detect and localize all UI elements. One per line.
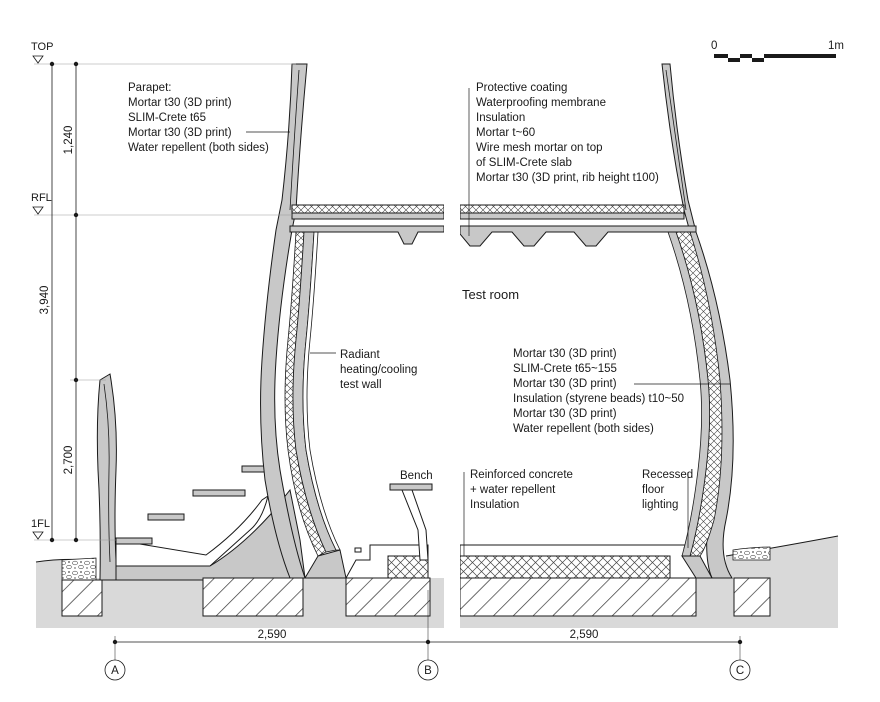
- svg-text:Wire mesh mortar on top: Wire mesh mortar on top: [476, 142, 603, 154]
- svg-text:Protective coating: Protective coating: [476, 82, 567, 94]
- right-wall-base: [681, 555, 713, 579]
- foundations: [61, 577, 771, 617]
- svg-text:Water repellent (both sides): Water repellent (both sides): [128, 142, 269, 154]
- svg-text:Insulation: Insulation: [470, 499, 519, 511]
- lighting-note: Recessed floor lighting: [642, 469, 693, 511]
- level-markers: [32, 55, 44, 540]
- grid-bubbles: [104, 659, 751, 681]
- svg-text:test wall: test wall: [340, 379, 382, 391]
- level-1fl: 1FL: [31, 518, 50, 530]
- right-wall-inner-line: [665, 69, 687, 211]
- scale-zero: 0: [711, 40, 717, 52]
- front-wall-core: [103, 383, 111, 563]
- parapet-note: Parapet: Mortar t30 (3D print) SLIM-Cret…: [128, 82, 269, 154]
- level-rfl: RFL: [31, 192, 52, 204]
- dim-ab: 2,590: [258, 629, 287, 641]
- room-label: Test room: [462, 287, 519, 302]
- scale-bar: [714, 54, 836, 62]
- stair-support: [115, 488, 306, 581]
- dim-2700: 2,700: [63, 446, 75, 475]
- level-top: TOP: [31, 41, 53, 53]
- scale-one: 1m: [828, 40, 844, 52]
- svg-text:Mortar t30 (3D print, rib heig: Mortar t30 (3D print, rib height t100): [476, 172, 659, 184]
- svg-text:SLIM-Crete t65~155: SLIM-Crete t65~155: [513, 363, 617, 375]
- svg-text:lighting: lighting: [642, 499, 678, 511]
- svg-text:floor: floor: [642, 484, 665, 496]
- svg-text:Mortar t~60: Mortar t~60: [476, 127, 535, 139]
- svg-text:Mortar t30 (3D print): Mortar t30 (3D print): [513, 348, 617, 360]
- bench: [389, 483, 433, 561]
- svg-text:Mortar t30 (3D print): Mortar t30 (3D print): [513, 378, 617, 390]
- stair-body: [115, 494, 269, 567]
- svg-text:of SLIM-Crete slab: of SLIM-Crete slab: [476, 157, 572, 169]
- svg-text:SLIM-Crete t65: SLIM-Crete t65: [128, 112, 206, 124]
- svg-text:Insulation (styrene beads) t10: Insulation (styrene beads) t10~50: [513, 393, 684, 405]
- roof-slab: [289, 204, 697, 247]
- svg-text:+ water repellent: + water repellent: [470, 484, 556, 496]
- svg-text:Recessed: Recessed: [642, 469, 693, 481]
- svg-text:Insulation: Insulation: [476, 112, 525, 124]
- svg-text:Water repellent (both sides): Water repellent (both sides): [513, 423, 654, 435]
- svg-text:Mortar t30 (3D print): Mortar t30 (3D print): [128, 97, 232, 109]
- grid-b: B: [424, 665, 432, 677]
- grid-a: A: [111, 665, 119, 677]
- radiant-note: Radiant heating/cooling test wall: [340, 349, 417, 391]
- bench-label: Bench: [400, 470, 433, 482]
- dim-3940: 3,940: [39, 286, 51, 315]
- dim-bc: 2,590: [570, 629, 599, 641]
- ground-band: [36, 578, 838, 628]
- svg-text:Reinforced concrete: Reinforced concrete: [470, 469, 573, 481]
- roof-note: Protective coating Waterproofing membran…: [476, 82, 659, 184]
- floor-note: Reinforced concrete + water repellent In…: [470, 469, 573, 511]
- gravel-right: [732, 546, 771, 561]
- svg-text:Mortar t30 (3D print): Mortar t30 (3D print): [513, 408, 617, 420]
- left-wall-inner-line: [289, 69, 300, 211]
- grid-c: C: [736, 665, 744, 677]
- floor-slab: [345, 544, 701, 579]
- dimension-line-vertical: [34, 61, 296, 543]
- svg-text:Waterproofing membrane: Waterproofing membrane: [476, 97, 606, 109]
- gravel-left: [61, 557, 97, 581]
- section-break: [444, 40, 460, 640]
- svg-text:Mortar t30 (3D print): Mortar t30 (3D print): [128, 127, 232, 139]
- wall-note: Mortar t30 (3D print) SLIM-Crete t65~155…: [513, 348, 684, 435]
- svg-text:Radiant: Radiant: [340, 349, 380, 361]
- stair-treads: [115, 465, 271, 545]
- dimension-line-horizontal: [112, 590, 743, 660]
- svg-text:heating/cooling: heating/cooling: [340, 364, 417, 376]
- left-wall-base: [304, 549, 347, 579]
- svg-text:Parapet:: Parapet:: [128, 82, 171, 94]
- dim-1240: 1,240: [63, 126, 75, 155]
